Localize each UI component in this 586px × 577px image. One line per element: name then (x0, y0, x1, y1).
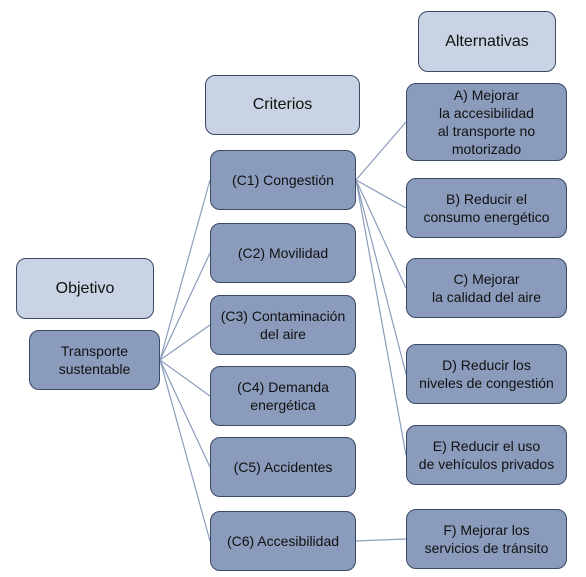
criterion-c1: (C1) Congestión (210, 150, 356, 210)
criterion-c3: (C3) Contaminación del aire (210, 295, 356, 355)
link-c1-a (355, 121, 407, 181)
alternativas-header: Alternativas (418, 11, 556, 72)
link-goal-c3 (159, 324, 211, 361)
link-goal-c4 (159, 359, 211, 397)
link-goal-c1 (159, 179, 211, 361)
alternative-f: F) Mejorar los servicios de tránsito (406, 509, 567, 569)
link-c1-e (355, 179, 407, 456)
criterion-c5: (C5) Accidentes (210, 437, 356, 497)
goal-transporte-sustentable: Transporte sustentable (29, 330, 160, 390)
criterios-header: Criterios (205, 75, 360, 135)
link-c1-c (355, 179, 407, 289)
link-c1-d (355, 179, 407, 375)
alternative-e: E) Reducir el uso de vehículos privados (406, 425, 567, 485)
link-goal-c5 (159, 359, 211, 468)
alternative-c: C) Mejorar la calidad del aire (406, 258, 567, 318)
alternative-a: A) Mejorar la accesibilidad al transport… (406, 83, 567, 161)
criterion-c2: (C2) Movilidad (210, 223, 356, 283)
link-c1-b (355, 179, 407, 209)
alternative-d: D) Reducir los niveles de congestión (406, 344, 567, 404)
objetivo-header: Objetivo (16, 258, 154, 319)
criterion-c4: (C4) Demanda energética (210, 366, 356, 426)
link-goal-c6 (159, 359, 211, 542)
alternative-b: B) Reducir el consumo energético (406, 178, 567, 238)
link-goal-c2 (159, 252, 211, 361)
criterion-c6: (C6) Accesibilidad (210, 511, 356, 571)
link-c6-f (355, 538, 407, 542)
